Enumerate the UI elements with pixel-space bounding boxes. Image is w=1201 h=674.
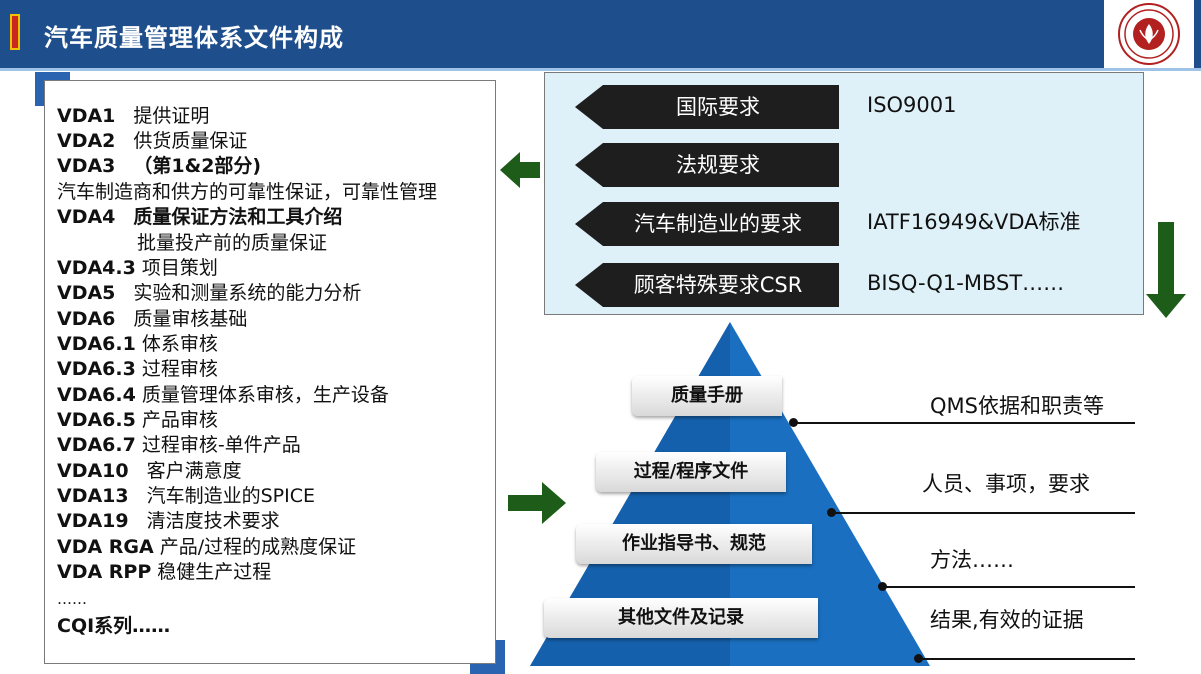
doc-list-item: VDA10 客户满意度 <box>57 460 242 482</box>
doc-desc: 稳健生产过程 <box>157 561 272 583</box>
requirement-value: BISQ-Q1-MBST…… <box>867 271 1065 295</box>
doc-code: VDA4 <box>57 206 116 228</box>
doc-code: VDA RGA <box>57 536 154 558</box>
doc-list-item: VDA19 清洁度技术要求 <box>57 510 280 532</box>
doc-desc: 产品审核 <box>141 409 218 431</box>
leader-line <box>918 658 1135 660</box>
doc-code: VDA5 <box>57 282 116 304</box>
doc-desc: 供货质量保证 <box>133 130 248 152</box>
doc-list-item: 汽车制造商和供方的可靠性保证，可靠性管理 <box>57 181 437 203</box>
leader-line <box>831 512 1135 514</box>
doc-desc: 清洁度技术要求 <box>146 510 280 532</box>
requirement-label-text: 顾客特殊要求CSR <box>633 273 803 297</box>
leader-line <box>882 586 1135 588</box>
doc-code: VDA6.3 <box>57 358 136 380</box>
doc-code: VDA10 <box>57 460 129 482</box>
header-divider <box>0 68 1201 71</box>
requirement-label-text: 法规要求 <box>676 153 760 177</box>
requirement-label-text: 国际要求 <box>676 95 760 119</box>
requirement-label: 国际要求 <box>575 85 839 129</box>
doc-list-item: VDA2 供货质量保证 <box>57 130 247 152</box>
doc-desc: 过程审核 <box>141 358 218 380</box>
vda-document-list: VDA1 提供证明 VDA2 供货质量保证 VDA3 （第1&2部分) 汽车制造商和供方的可… <box>44 80 496 664</box>
pyramid-level: 作业指导书、规范 <box>576 524 812 564</box>
seal-logo-icon <box>1118 3 1180 65</box>
doc-code: VDA2 <box>57 130 116 152</box>
doc-desc: 项目策划 <box>141 257 218 279</box>
requirements-panel: 国际要求 ISO9001 法规要求汽车制造业的要求 IATF16949&VDA标准顾客… <box>544 72 1144 315</box>
pyramid-level-description: 人员、事项，要求 <box>922 472 1090 496</box>
doc-code: VDA RPP <box>57 561 152 583</box>
doc-list-item: VDA3 （第1&2部分) <box>57 155 261 177</box>
doc-list-item: VDA1 提供证明 <box>57 105 209 127</box>
requirement-label-text: 汽车制造业的要求 <box>634 212 802 236</box>
doc-code: VDA6.4 <box>57 384 136 406</box>
doc-code: VDA13 <box>57 485 129 507</box>
arrow-right-icon <box>508 482 566 524</box>
requirement-label: 顾客特殊要求CSR <box>575 263 839 307</box>
requirement-label: 法规要求 <box>575 143 839 187</box>
doc-desc: 批量投产前的质量保证 <box>137 232 328 254</box>
requirement-label: 汽车制造业的要求 <box>575 202 839 246</box>
pyramid-level-description: QMS依据和职责等 <box>930 394 1104 418</box>
doc-desc: 质量保证方法和工具介绍 <box>133 206 343 228</box>
doc-code: VDA6.5 <box>57 409 136 431</box>
doc-list-item: VDA6 质量审核基础 <box>57 308 247 330</box>
doc-desc: 质量管理体系审核，生产设备 <box>141 384 389 406</box>
doc-code: VDA6 <box>57 308 116 330</box>
leader-line <box>793 422 1135 424</box>
doc-list-item: VDA5 实验和测量系统的能力分析 <box>57 282 361 304</box>
doc-desc: 实验和测量系统的能力分析 <box>133 282 362 304</box>
pyramid-level: 质量手册 <box>632 376 782 416</box>
arrow-left-icon <box>500 152 540 188</box>
doc-list-item: …… <box>57 588 87 610</box>
doc-desc: 汽车制造商和供方的可靠性保证，可靠性管理 <box>57 181 438 203</box>
doc-desc: …… <box>57 590 87 608</box>
pyramid-level-description: 方法…… <box>930 548 1014 572</box>
doc-code: VDA6.1 <box>57 333 136 355</box>
doc-code: VDA19 <box>57 510 129 532</box>
doc-code: VDA3 <box>57 155 116 177</box>
doc-code: CQI系列…… <box>57 615 171 637</box>
logo <box>1104 0 1194 68</box>
doc-desc: （第1&2部分) <box>133 155 262 177</box>
doc-desc: 体系审核 <box>141 333 218 355</box>
requirement-value: IATF16949&VDA标准 <box>867 210 1081 234</box>
pyramid-level-description: 结果,有效的证据 <box>930 608 1084 632</box>
doc-list-item: VDA13 汽车制造业的SPICE <box>57 485 315 507</box>
doc-code: VDA1 <box>57 105 116 127</box>
page-title: 汽车质量管理体系文件构成 <box>44 24 344 52</box>
arrow-down-icon <box>1146 222 1186 318</box>
doc-code: VDA6.7 <box>57 434 136 456</box>
document-pyramid: 质量手册 QMS依据和职责等过程/程序文件人员、事项，要求作业指导书、规范方法……… <box>520 320 1135 670</box>
doc-code: VDA4.3 <box>57 257 136 279</box>
header-bar: 汽车质量管理体系文件构成 <box>0 0 1201 68</box>
doc-list-item: 批量投产前的质量保证 <box>137 232 327 254</box>
doc-desc: 过程审核-单件产品 <box>141 434 301 456</box>
doc-list-item: CQI系列…… <box>57 615 170 637</box>
pyramid-level: 其他文件及记录 <box>544 598 818 638</box>
doc-desc: 汽车制造业的SPICE <box>146 485 316 507</box>
doc-desc: 提供证明 <box>133 105 210 127</box>
doc-list-item: VDA4 质量保证方法和工具介绍 <box>57 206 342 228</box>
doc-desc: 质量审核基础 <box>133 308 248 330</box>
doc-desc: 产品/过程的成熟度保证 <box>159 536 357 558</box>
requirement-value: ISO9001 <box>867 93 957 117</box>
pyramid-level: 过程/程序文件 <box>596 452 786 492</box>
doc-desc: 客户满意度 <box>146 460 242 482</box>
title-marker-icon <box>10 14 20 50</box>
